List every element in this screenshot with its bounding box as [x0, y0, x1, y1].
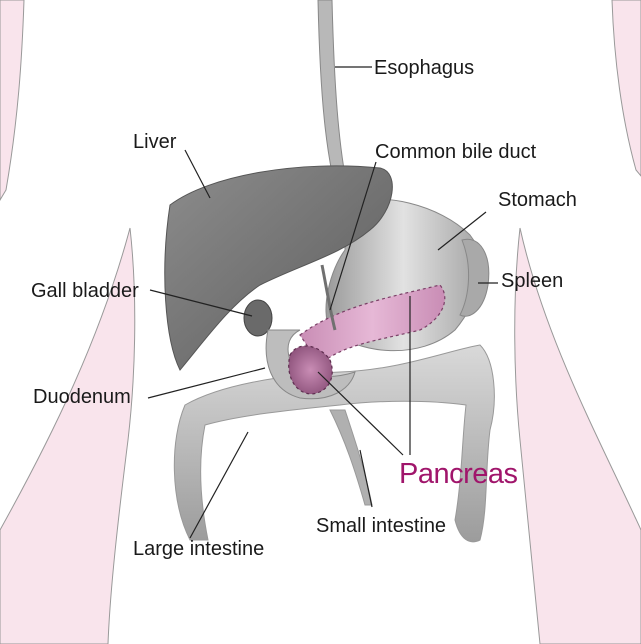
small-intestine-shape [330, 410, 372, 505]
torso-left-upper [0, 0, 24, 200]
stomach-label: Stomach [498, 189, 577, 211]
spleen-label: Spleen [501, 270, 563, 292]
small-intestine-label: Small intestine [316, 515, 446, 537]
torso-right-upper [612, 0, 641, 176]
pancreas-label: Pancreas [399, 458, 518, 490]
gall-bladder-label: Gall bladder [31, 280, 139, 302]
esophagus-label: Esophagus [374, 57, 474, 79]
common-bile-duct-label: Common bile duct [375, 141, 536, 163]
liver-label: Liver [133, 131, 176, 153]
large-intestine-shape [174, 345, 494, 542]
duodenum-label: Duodenum [33, 386, 131, 408]
large-intestine-label: Large intestine [133, 538, 264, 560]
